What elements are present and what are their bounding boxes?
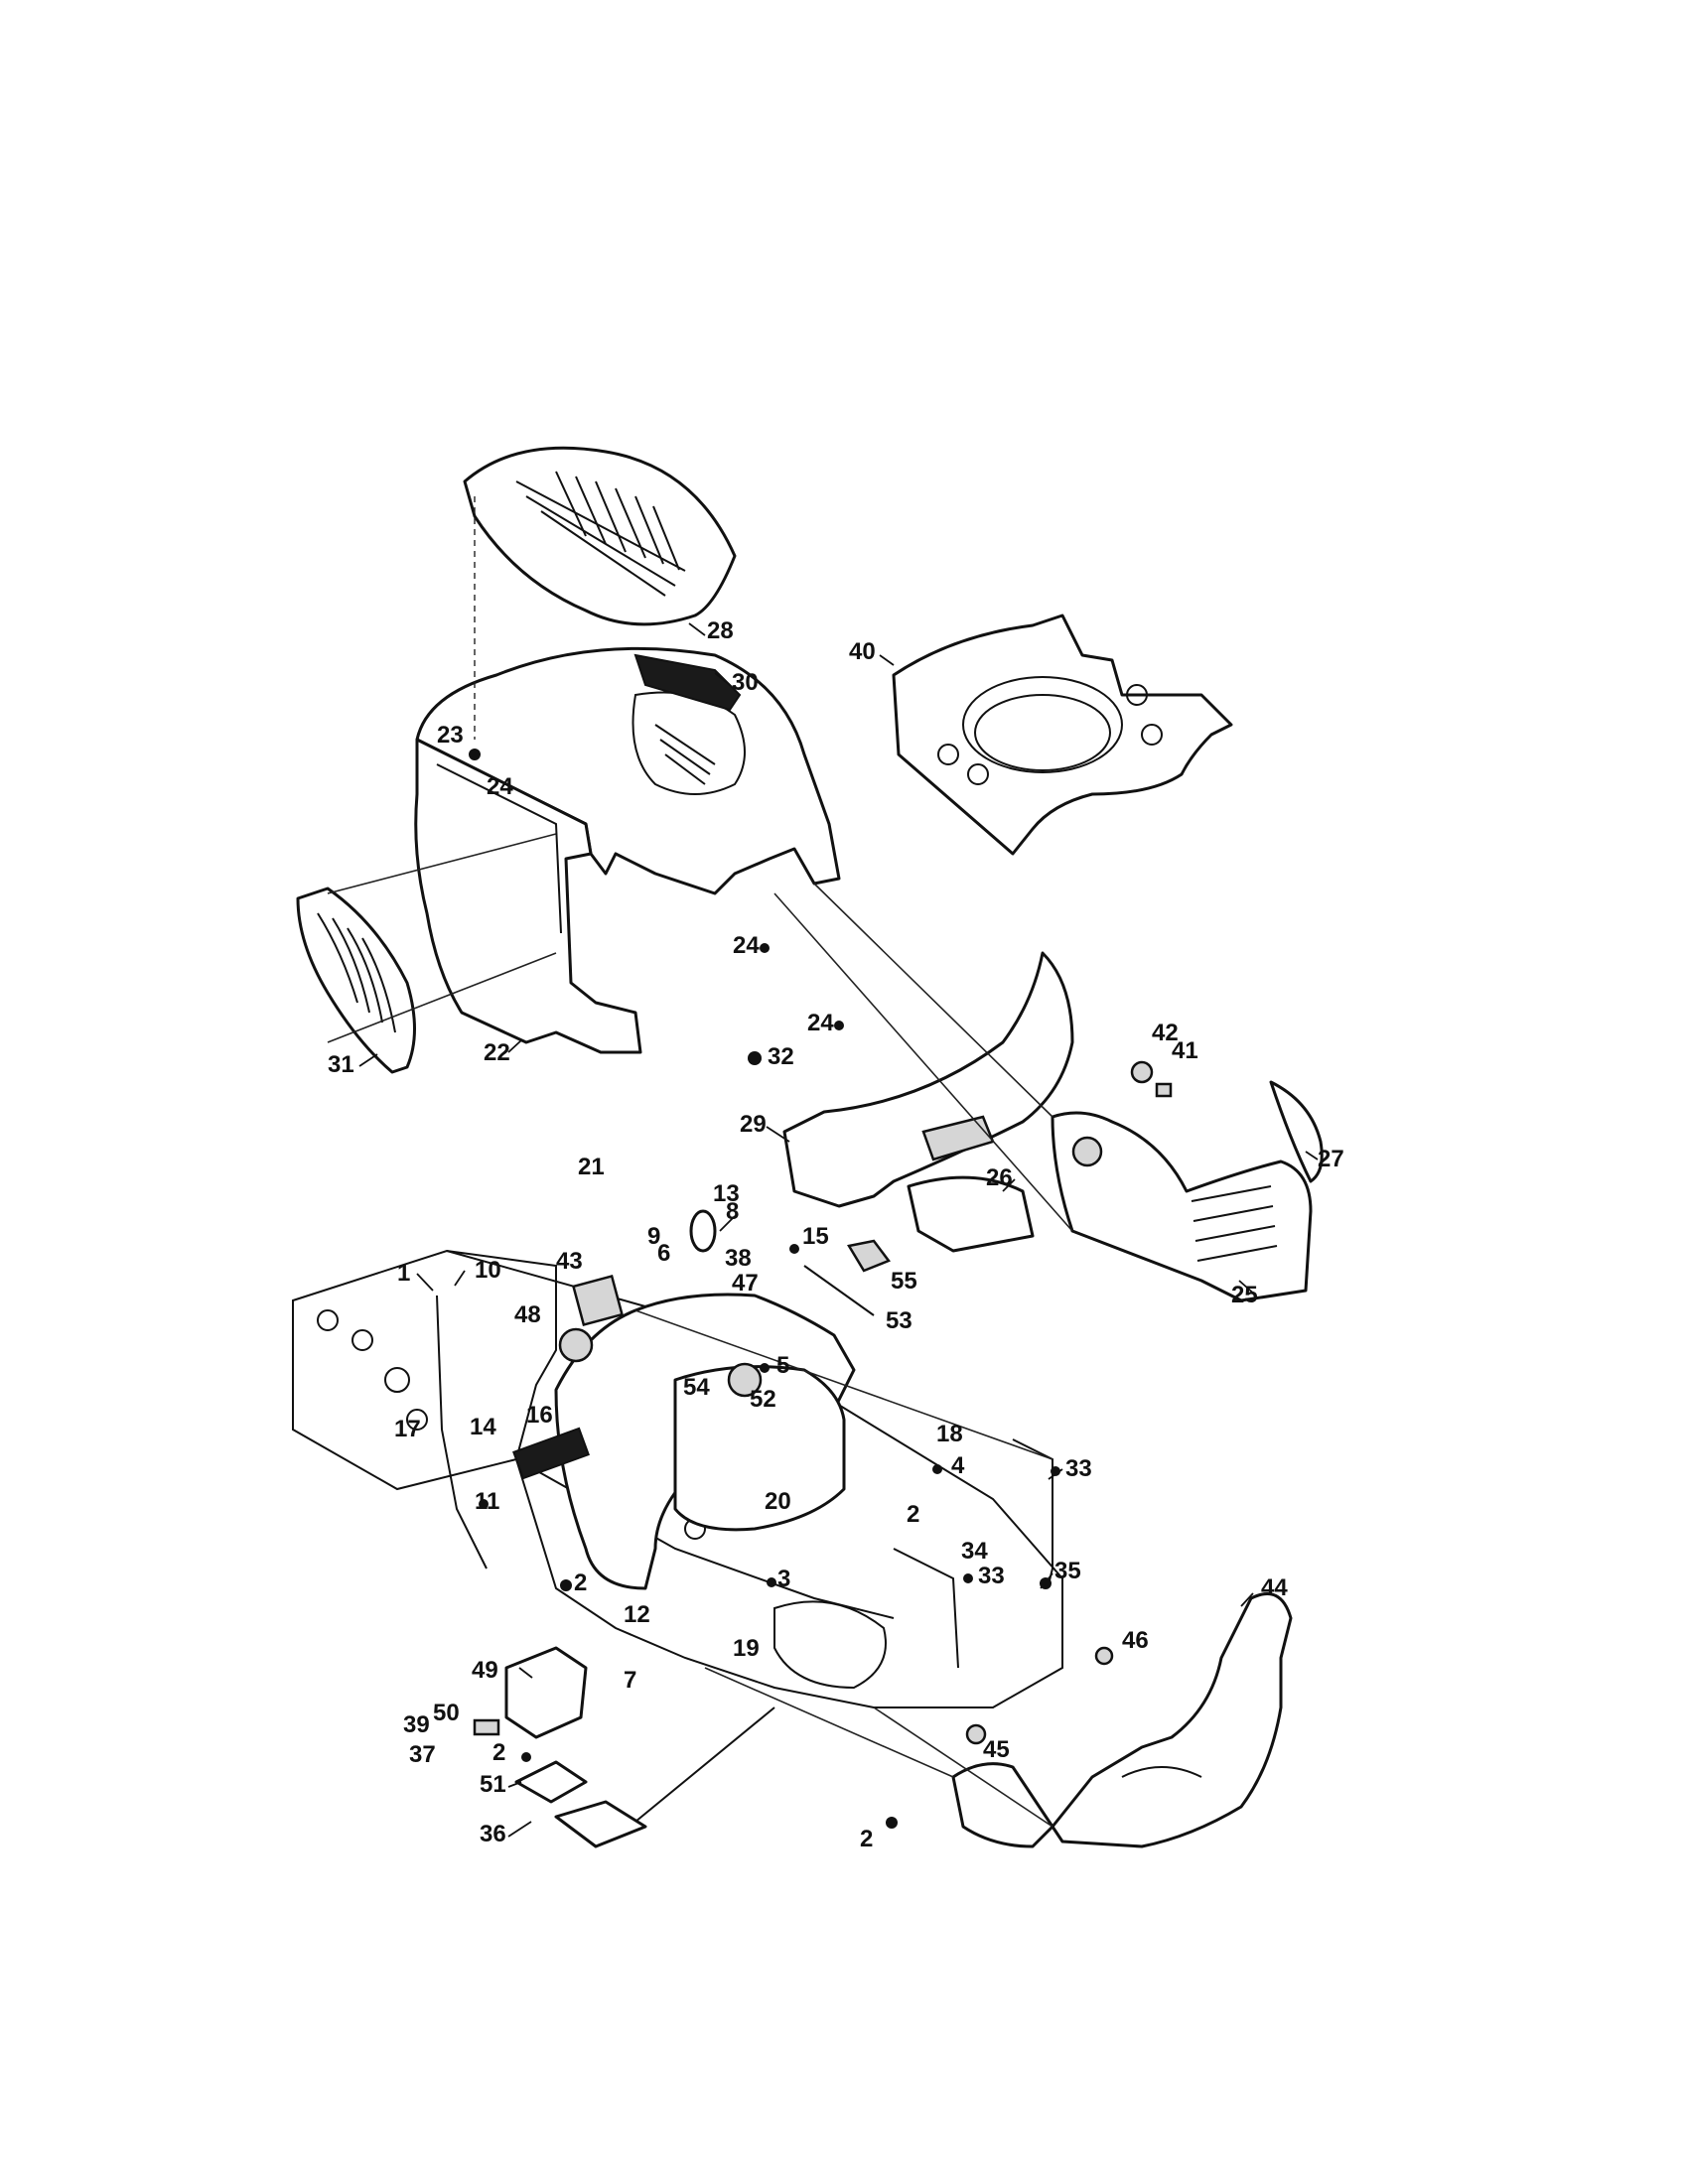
callout-33-b: 33 (978, 1563, 1005, 1589)
callout-3: 3 (777, 1566, 790, 1592)
assembly-lines-lower (634, 1309, 1053, 1828)
callout-53: 53 (886, 1307, 912, 1334)
callout-51: 51 (480, 1771, 506, 1798)
callout-18: 18 (936, 1421, 963, 1447)
callout-42: 42 (1152, 1020, 1179, 1046)
callout-6: 6 (657, 1240, 670, 1267)
callout-37: 37 (409, 1741, 436, 1768)
callout-46: 46 (1122, 1627, 1149, 1654)
callout-33-a: 33 (1065, 1455, 1092, 1482)
callout-35: 35 (1054, 1558, 1081, 1584)
callout-2-a: 2 (574, 1570, 587, 1596)
switch-part-43 (571, 1274, 625, 1327)
callout-52: 52 (750, 1386, 776, 1413)
callout-16: 16 (526, 1402, 553, 1429)
callout-24-c: 24 (807, 1010, 834, 1036)
callout-4: 4 (951, 1452, 965, 1479)
assembly-lines-upper (327, 496, 1073, 1232)
headlight-lens-part-27 (1269, 1080, 1324, 1183)
shift-knob-part-13 (689, 1209, 717, 1253)
callout-41: 41 (1172, 1037, 1198, 1064)
callout-36: 36 (480, 1821, 506, 1847)
hood-insert-part-28 (463, 446, 737, 626)
callout-1: 1 (397, 1260, 410, 1287)
callout-7: 7 (624, 1667, 636, 1694)
callout-47: 47 (732, 1270, 759, 1297)
rod-part-53 (803, 1265, 875, 1316)
callout-44: 44 (1261, 1574, 1288, 1601)
heat-shield-part-40 (892, 614, 1233, 856)
callout-54: 54 (683, 1374, 710, 1401)
callout-30: 30 (732, 669, 759, 696)
callout-43: 43 (556, 1248, 583, 1275)
hood-side-panel-part-22 (414, 738, 642, 1054)
callout-20: 20 (765, 1488, 791, 1515)
callout-9: 9 (647, 1223, 660, 1250)
callout-27: 27 (1318, 1146, 1344, 1172)
callout-23: 23 (437, 722, 464, 749)
spacer-part-50 (473, 1718, 500, 1736)
callout-34: 34 (961, 1538, 988, 1565)
callout-31: 31 (328, 1051, 354, 1078)
hardware-part-45-46 (965, 1646, 1114, 1745)
hood-part-30 (415, 646, 841, 895)
callout-2-b: 2 (907, 1501, 919, 1528)
callout-2-d: 2 (860, 1826, 873, 1852)
callout-8: 8 (726, 1198, 739, 1225)
front-grille-part-25 (1051, 1111, 1313, 1302)
callout-21: 21 (578, 1154, 605, 1180)
lens-part-26 (907, 1175, 1035, 1253)
callout-14: 14 (470, 1414, 496, 1440)
bracket-part-36 (554, 1706, 775, 1848)
callout-38: 38 (725, 1245, 752, 1272)
callout-50: 50 (433, 1700, 460, 1726)
front-bumper-part-44 (951, 1592, 1293, 1848)
plug-part-48 (558, 1327, 594, 1363)
front-trim-part-29 (782, 951, 1074, 1208)
leader-lines (358, 622, 1319, 1838)
callout-32: 32 (768, 1043, 794, 1070)
grille-part-31 (296, 887, 416, 1074)
callout-45: 45 (983, 1736, 1010, 1763)
callout-24-b: 24 (733, 932, 760, 959)
callout-2-c: 2 (492, 1739, 505, 1766)
fastener-dots (469, 749, 1060, 1829)
callout-12: 12 (624, 1601, 650, 1628)
callout-13: 13 (713, 1180, 740, 1207)
callout-15: 15 (802, 1223, 829, 1250)
callout-22: 22 (484, 1039, 510, 1066)
pedal-linkage (436, 1295, 1053, 1669)
callout-55: 55 (891, 1268, 917, 1295)
callout-17: 17 (394, 1416, 421, 1442)
callout-48: 48 (514, 1301, 541, 1328)
callout-26: 26 (986, 1164, 1013, 1191)
callout-labels: 1 2 3 4 5 6 7 8 9 10 11 12 13 14 15 16 1… (328, 617, 1344, 1852)
muffler-part-49 (504, 1646, 588, 1739)
callout-39: 39 (403, 1711, 430, 1738)
callout-19: 19 (733, 1635, 760, 1662)
dash-housing (554, 1293, 856, 1590)
callout-10: 10 (475, 1257, 501, 1284)
callout-49: 49 (472, 1657, 498, 1684)
callout-29: 29 (740, 1111, 767, 1138)
callout-28: 28 (707, 617, 734, 644)
bracket-part-51 (514, 1760, 588, 1804)
gauge-part-55 (847, 1239, 891, 1273)
hardware-part-41-42 (1130, 1060, 1173, 1098)
callout-40: 40 (849, 638, 876, 665)
callout-24-a: 24 (487, 773, 513, 800)
callout-5: 5 (776, 1352, 789, 1379)
